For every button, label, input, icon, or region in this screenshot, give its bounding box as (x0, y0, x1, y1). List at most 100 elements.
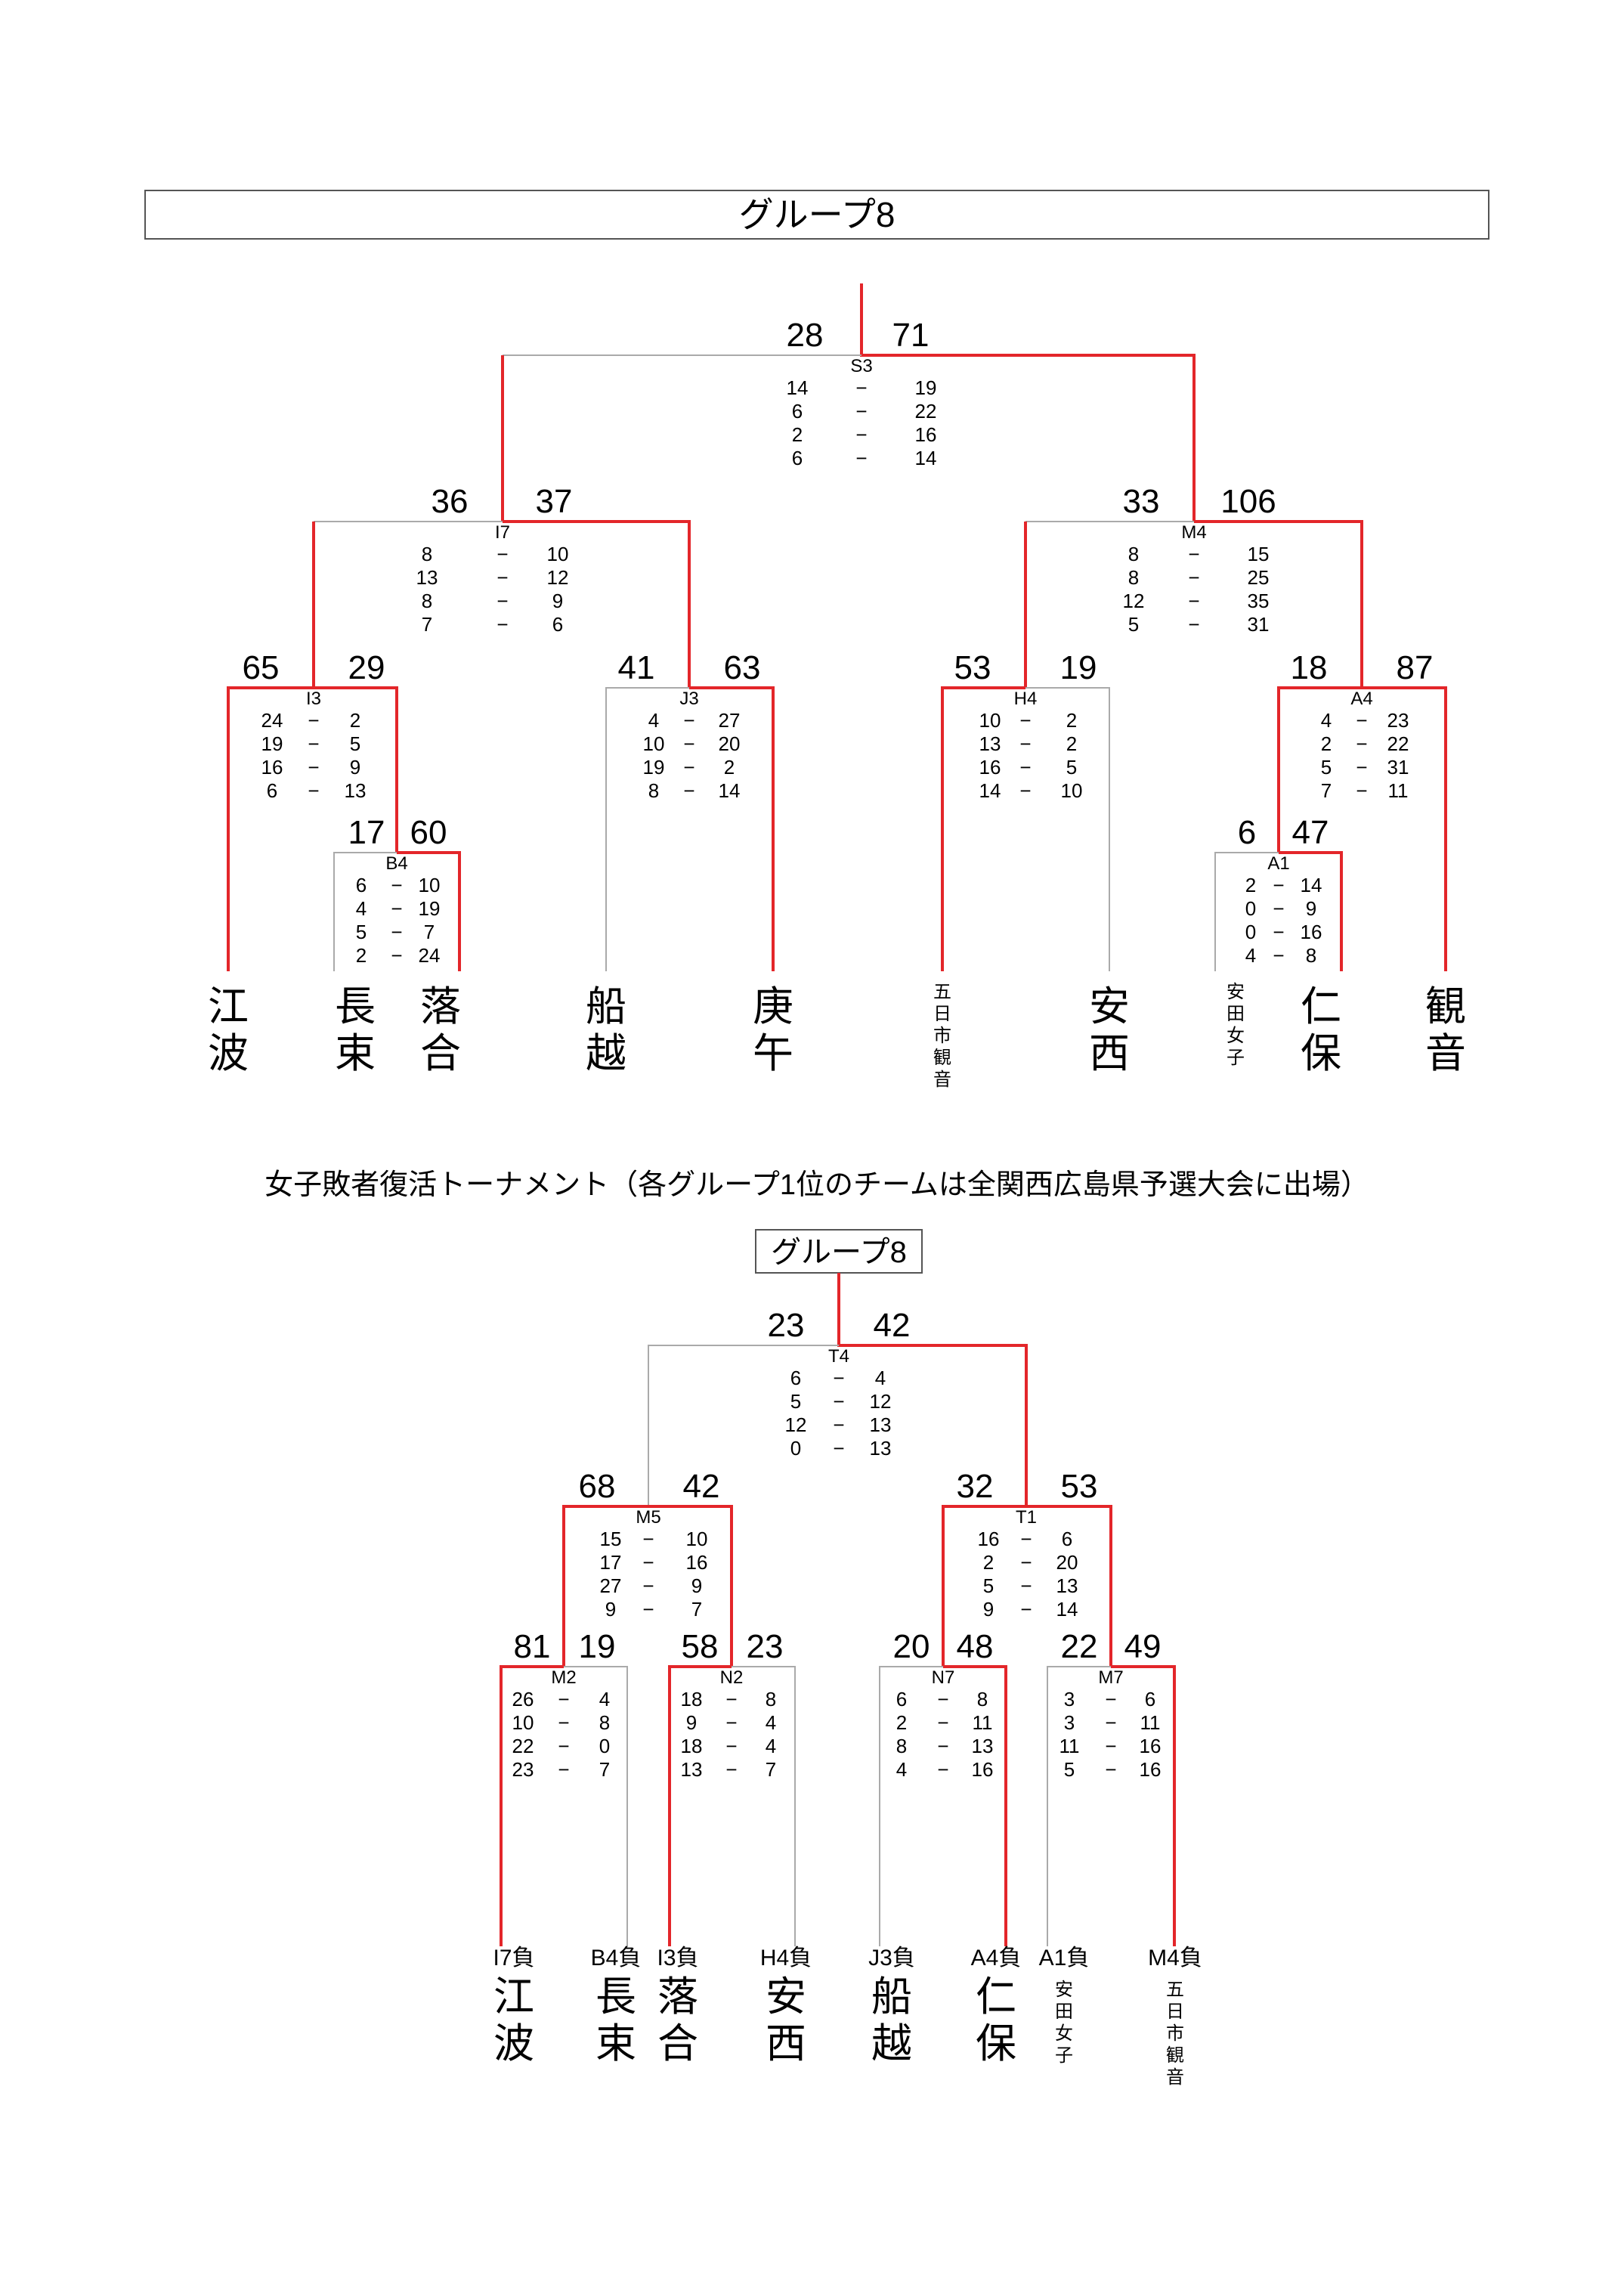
team-name-small: 田 (1227, 1004, 1245, 1024)
i3-period-right: 9 (350, 756, 360, 779)
t1-period-dash: − (1020, 1528, 1032, 1550)
m5-match-id: M5 (636, 1507, 660, 1528)
t4-period-right: 4 (875, 1367, 886, 1389)
team-name: 越 (586, 1031, 626, 1076)
m5-period-right: 7 (691, 1598, 702, 1621)
i7-period-dash: − (496, 543, 508, 565)
j3-period-dash: − (683, 732, 694, 755)
m4-period-left: 8 (1128, 543, 1139, 565)
b4-period-dash: − (391, 921, 402, 943)
j3-score-left: 41 (618, 649, 655, 686)
entry-team-small: 音 (1166, 2067, 1184, 2088)
m7-score-right: 49 (1124, 1628, 1162, 1665)
i3-period-left: 16 (261, 756, 283, 779)
t4-period-dash: − (833, 1390, 844, 1413)
m2-score-left: 81 (514, 1628, 551, 1665)
m5-period-dash: − (642, 1528, 654, 1550)
s3-period-dash: − (855, 400, 867, 423)
i3-period-dash: − (308, 732, 319, 755)
t4-period-left: 6 (790, 1367, 801, 1389)
j3-period-dash: − (683, 779, 694, 802)
b4-period-dash: − (391, 944, 402, 967)
t4-score-left: 23 (768, 1307, 805, 1344)
t1-period-right: 14 (1056, 1598, 1078, 1621)
b4-score-left: 17 (348, 814, 385, 851)
n7-period-left: 8 (896, 1735, 907, 1757)
h4-period-dash: − (1019, 732, 1031, 755)
a1-period-left: 0 (1245, 921, 1256, 943)
n7-period-left: 2 (896, 1711, 907, 1734)
n2-period-left: 18 (681, 1688, 703, 1710)
i7-period-left: 8 (422, 543, 432, 565)
m2-loser-path (564, 1666, 628, 1946)
n7-winner-path (943, 1665, 1007, 1946)
n7-period-dash: − (937, 1711, 948, 1734)
t1-period-left: 2 (983, 1551, 994, 1574)
t1-period-dash: − (1020, 1598, 1032, 1621)
team-name: 午 (753, 1031, 793, 1076)
i3-right-drop (314, 686, 398, 853)
entry-team-small: 観 (1166, 2045, 1184, 2066)
t4-period-dash: − (833, 1367, 844, 1389)
a1-match-id: A1 (1267, 853, 1289, 874)
a4-period-right: 22 (1387, 732, 1409, 755)
m5-right-drop (648, 1505, 733, 1667)
n2-loser-path (732, 1666, 796, 1946)
m4-winner-path (1194, 520, 1363, 688)
m2-period-dash: − (558, 1688, 569, 1710)
entry-team: 仁 (976, 1974, 1016, 2020)
n7-period-left: 6 (896, 1688, 907, 1710)
a4-match-id: A4 (1350, 689, 1372, 709)
j3-period-left: 10 (643, 732, 665, 755)
j3-period-right: 27 (719, 709, 741, 732)
b4-period-left: 6 (356, 874, 367, 896)
n2-period-dash: − (725, 1711, 737, 1734)
team-name: 長 (335, 984, 376, 1029)
m2-period-right: 8 (599, 1711, 610, 1734)
n7-period-right: 11 (973, 1711, 993, 1734)
b4-loser-path (333, 852, 397, 971)
b4-period-right: 10 (419, 874, 441, 896)
entry-slot: I3負 (657, 1946, 698, 1970)
m4-period-dash: − (1188, 613, 1199, 636)
m5-score-right: 42 (683, 1468, 720, 1505)
team-name-small: 日 (933, 1004, 951, 1024)
n7-period-right: 16 (972, 1758, 994, 1781)
team-name-small: 市 (933, 1026, 951, 1046)
i7-score-left: 36 (432, 483, 469, 520)
m2-period-left: 22 (512, 1735, 534, 1757)
n2-match-id: N2 (720, 1667, 744, 1688)
s3-period-left: 6 (792, 400, 803, 423)
m4-period-right: 31 (1248, 613, 1270, 636)
m2-period-left: 23 (512, 1758, 534, 1781)
j3-period-left: 8 (648, 779, 659, 802)
a4-period-left: 5 (1321, 756, 1332, 779)
n2-period-dash: − (725, 1758, 737, 1781)
m2-period-right: 0 (599, 1735, 610, 1757)
t1-period-left: 5 (983, 1574, 994, 1597)
m7-period-right: 6 (1145, 1688, 1155, 1710)
a1-period-dash: − (1273, 944, 1284, 967)
i3-period-dash: − (308, 779, 319, 802)
a1-period-right: 16 (1301, 921, 1322, 943)
entry-team-small: 五 (1166, 1980, 1184, 2000)
team-name-small: 子 (1227, 1048, 1245, 1068)
m5-period-right: 16 (686, 1551, 708, 1574)
entry-slot: M4負 (1148, 1946, 1202, 1970)
m4-period-dash: − (1188, 543, 1199, 565)
team-name-small: 五 (933, 982, 951, 1002)
h4-period-left: 13 (979, 732, 1001, 755)
n7-period-dash: − (937, 1758, 948, 1781)
a1-period-right: 9 (1306, 897, 1316, 920)
t4-winner-path (837, 1273, 1028, 1506)
b4-period-right: 7 (424, 921, 435, 943)
m7-period-dash: − (1105, 1688, 1116, 1710)
entry-team: 束 (595, 2021, 636, 2066)
i7-period-dash: − (496, 590, 508, 612)
n2-score-left: 58 (682, 1628, 719, 1665)
i3-period-dash: − (308, 756, 319, 779)
h4-period-left: 10 (979, 709, 1001, 732)
entry-team-small: 市 (1166, 2023, 1184, 2044)
a1-score-right: 47 (1292, 814, 1329, 851)
n7-period-right: 8 (977, 1688, 988, 1710)
